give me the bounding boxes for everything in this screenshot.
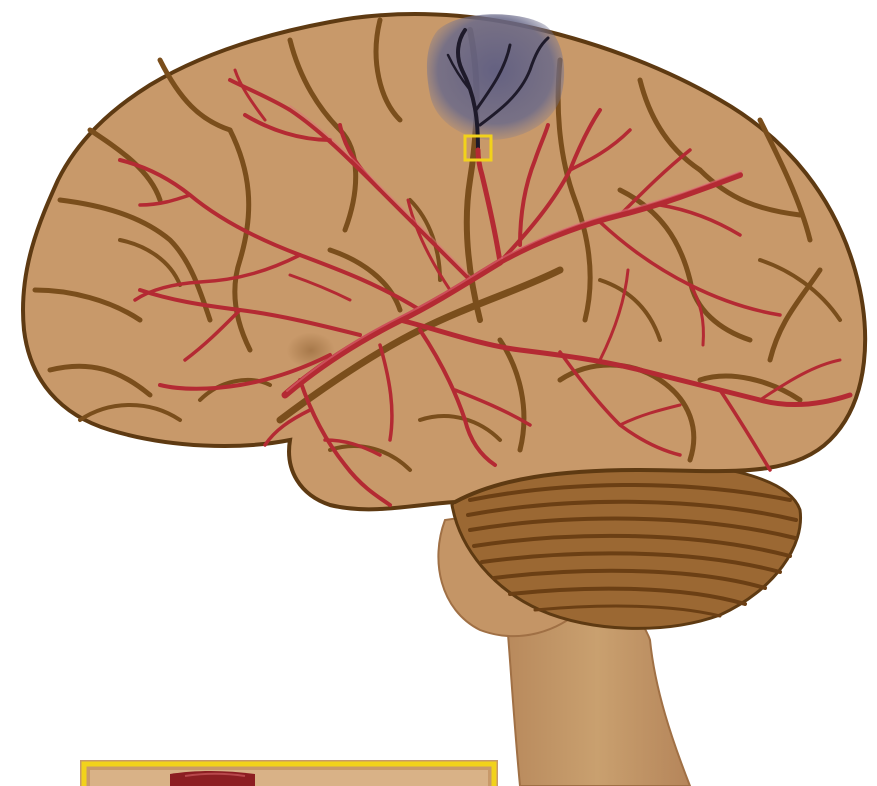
inset-panel [80,760,498,786]
infarct-region [427,14,564,140]
